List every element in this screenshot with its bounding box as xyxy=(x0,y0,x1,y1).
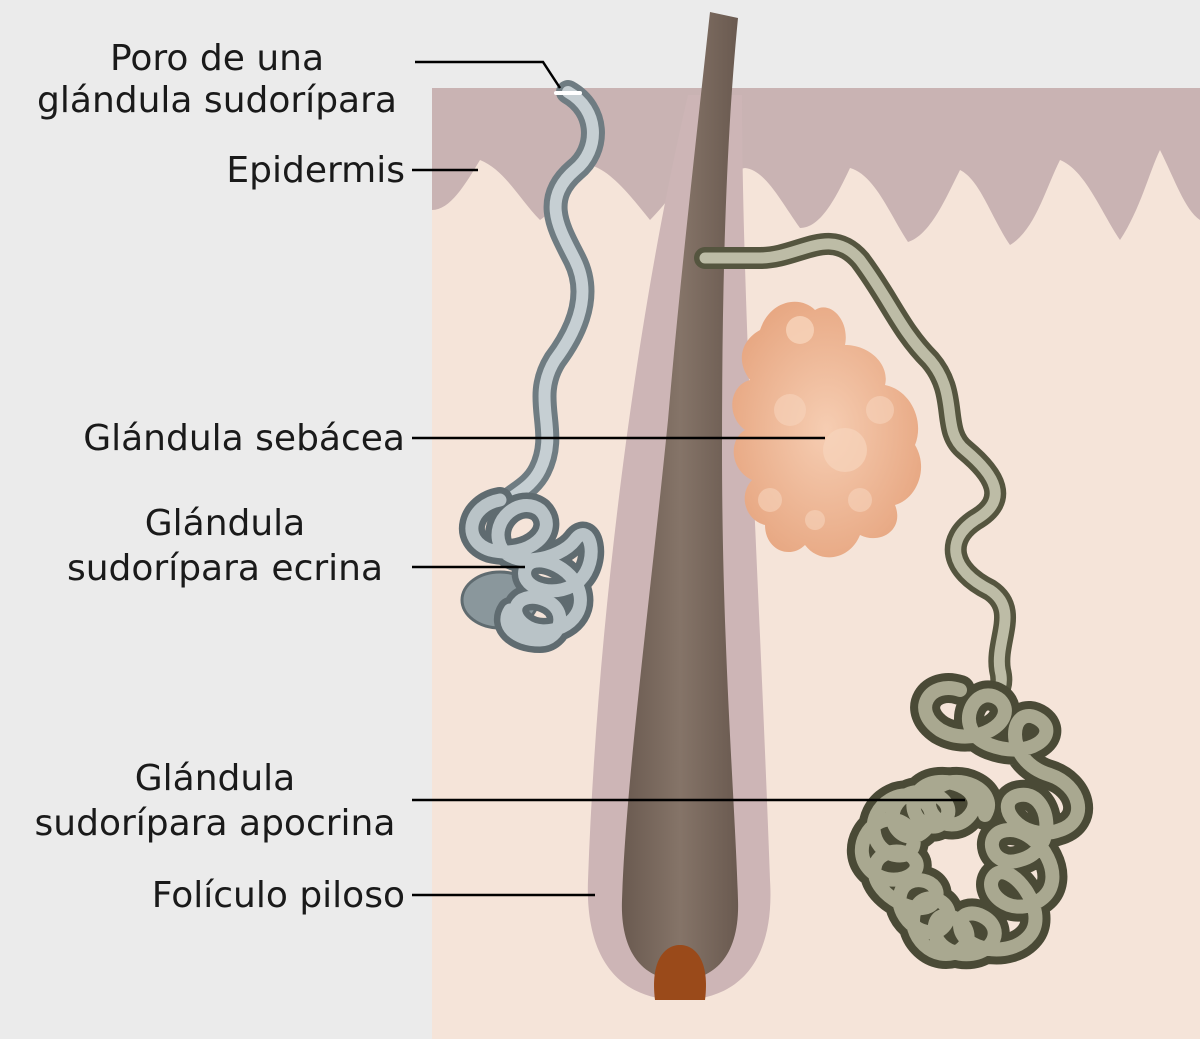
epidermis-layer xyxy=(432,88,1200,245)
eccrine-label-line1: Glándula xyxy=(145,503,306,544)
eccrine-coil xyxy=(458,487,605,653)
eccrine-label-line2: sudorípara ecrina xyxy=(67,548,383,589)
pore-label-line1: Poro de una xyxy=(110,38,324,79)
pore-leader xyxy=(415,60,562,89)
follicle-label: Folículo piloso xyxy=(152,875,405,916)
apocrine-sweat-gland xyxy=(694,232,1094,970)
pore-label-line2: glándula sudorípara xyxy=(37,80,397,121)
labels: Poro de una glándula sudorípara Epidermi… xyxy=(35,38,405,916)
apocrine-coil xyxy=(846,673,1094,970)
sebaceous-gland xyxy=(732,301,922,558)
leader-lines xyxy=(412,60,965,897)
hair-bulb xyxy=(654,945,706,1000)
sebaceous-label: Glándula sebácea xyxy=(83,418,405,459)
epidermis-label: Epidermis xyxy=(226,150,405,191)
apocrine-label-line1: Glándula xyxy=(135,758,296,799)
eccrine-sweat-gland xyxy=(458,80,605,653)
apocrine-label-line2: sudorípara apocrina xyxy=(35,803,396,844)
